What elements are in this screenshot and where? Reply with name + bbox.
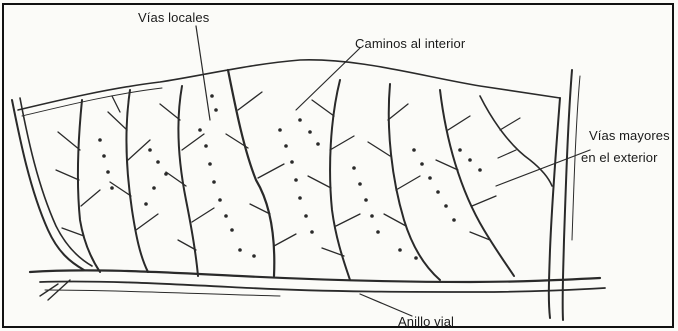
area-boundary [18,60,560,110]
label-major-roads-line2: en el exterior [581,150,658,165]
interior-paths-dots [98,94,482,260]
local-road-8 [480,96,552,186]
major-road-left [12,100,84,270]
local-road-2 [126,90,148,272]
local-road-1 [78,100,100,272]
local-road-5 [330,80,350,280]
major-road-right [549,98,560,318]
label-local-roads: Vías locales [138,10,209,25]
label-ring-road: Anillo vial [398,314,454,329]
label-major-roads-line1: Vías mayores [589,128,670,143]
leader-ring-road [360,294,412,316]
leader-interior-paths [296,48,360,110]
leader-major-roads [496,150,590,186]
label-interior-paths: Caminos al interior [355,36,465,51]
local-road-3 [179,86,198,276]
